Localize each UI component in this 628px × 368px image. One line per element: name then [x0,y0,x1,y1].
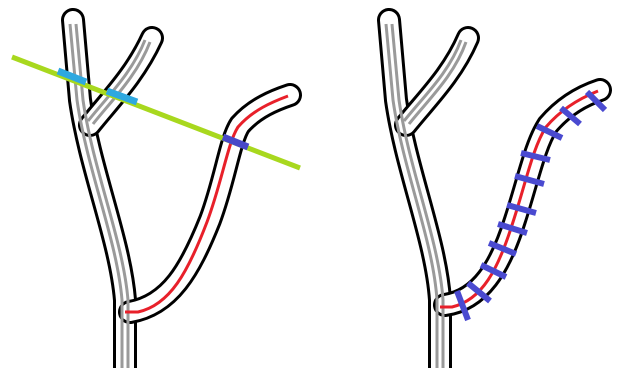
right-traced-path [440,91,598,307]
left-long-branch [130,95,290,312]
right-panel [386,20,605,368]
left-panel [12,20,300,368]
